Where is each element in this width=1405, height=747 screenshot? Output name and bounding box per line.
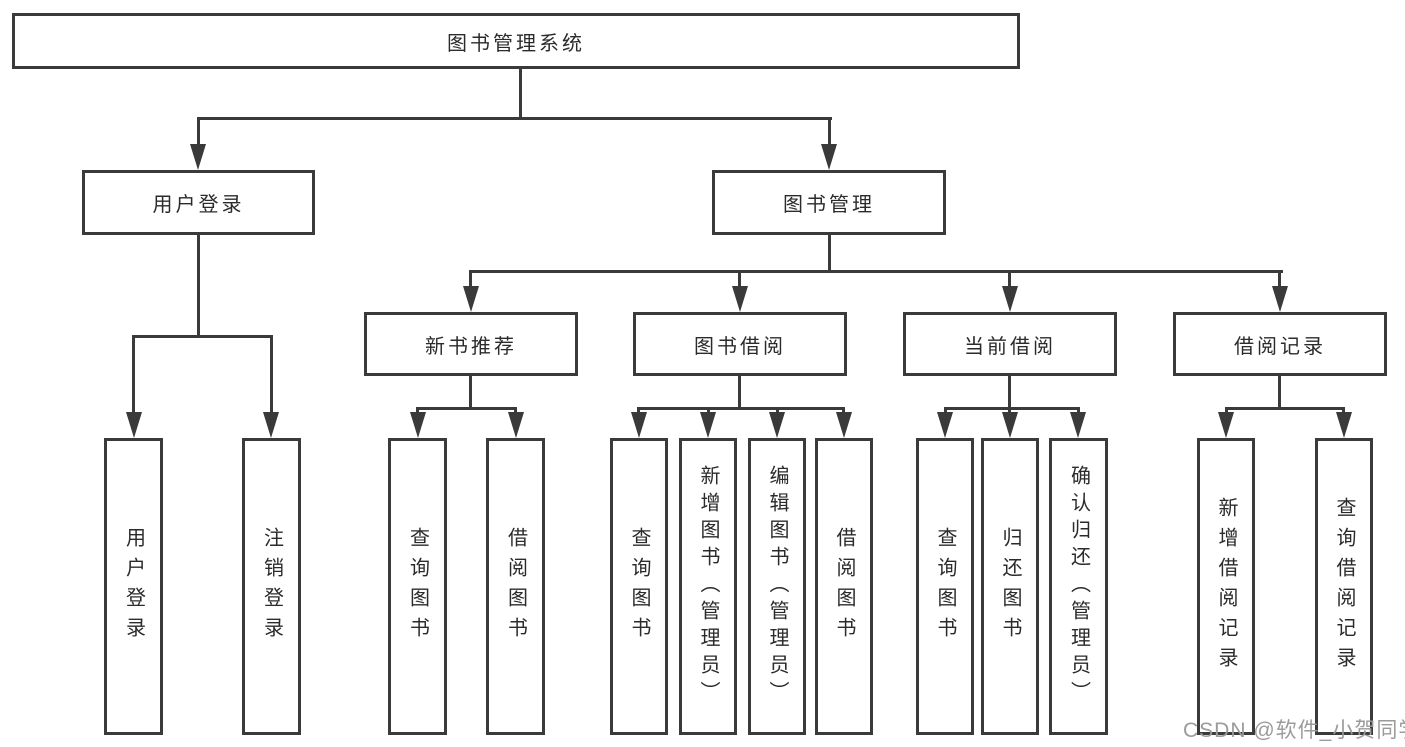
arrowhead-down [1218,412,1234,438]
node-label: 当前借阅 [964,335,1056,358]
node-label: 图书管理 [783,194,875,216]
arrowhead-down [1002,412,1018,438]
arrowhead-down [463,286,479,312]
node-book-borrowing: 图书借阅 [633,312,847,376]
connector-line [519,69,522,118]
connector-line [132,335,135,418]
connector-line [738,376,741,409]
node-edit-book-admin: 编辑图书（管理员） [748,438,806,735]
node-label: 新书推荐 [425,335,517,358]
connector-line [738,270,741,292]
arrowhead-down [263,412,279,438]
node-return-book: 归还图书 [981,438,1039,735]
arrowhead-down [700,412,716,438]
node-borrow-books-recommend: 借阅图书 [486,438,545,735]
connector-line [469,270,1283,273]
arrowhead-down [631,412,647,438]
node-new-book-recommendation: 新书推荐 [364,312,578,376]
arrowhead-down [732,286,748,312]
node-label: 借阅图书 [504,526,527,647]
node-query-books-borrowing: 查询图书 [610,438,668,735]
arrowhead-down [937,412,953,438]
connector-line [132,335,273,338]
arrowhead-down [190,144,206,170]
connector-line [469,376,472,409]
connector-line [944,407,1080,410]
node-label: 用户登录 [152,194,245,216]
connector-line [1008,270,1011,292]
connector-line [637,407,845,410]
connector-line [1225,407,1345,410]
node-logout: 注销登录 [242,438,301,735]
arrowhead-down [836,412,852,438]
node-label: 编辑图书（管理员） [766,465,788,708]
connector-line [270,335,273,418]
node-label: 查询图书 [406,526,429,647]
node-add-borrow-record: 新增借阅记录 [1197,438,1255,735]
node-borrowing-records: 借阅记录 [1173,312,1387,376]
arrowhead-down [1070,412,1086,438]
node-label: 图书管理系统 [447,32,585,55]
arrowhead-down [821,144,837,170]
connector-line [1278,376,1281,409]
arrowhead-down [1002,286,1018,312]
arrowhead-down [410,412,426,438]
node-confirm-return-admin: 确认归还（管理员） [1049,438,1108,735]
node-label: 注销登录 [260,526,283,647]
arrowhead-down [1336,412,1352,438]
node-label: 查询图书 [628,526,650,647]
node-label: 图书借阅 [694,335,786,358]
connector-line [828,235,831,273]
node-label: 新增借阅记录 [1215,496,1237,677]
node-query-books-recommend: 查询图书 [388,438,447,735]
node-borrow-books-leaf: 借阅图书 [815,438,873,735]
node-label: 归还图书 [999,526,1021,647]
node-label: 查询图书 [934,526,956,647]
arrowhead-down [126,412,142,438]
node-label: 确认归还（管理员） [1067,465,1090,708]
connector-line [416,407,517,410]
node-library-management-system: 图书管理系统 [12,13,1020,69]
node-label: 查询借阅记录 [1333,496,1355,677]
connector-line [828,117,831,147]
node-user-login: 用户登录 [82,170,315,235]
node-current-borrowing: 当前借阅 [903,312,1117,376]
connector-line [197,235,200,337]
node-label: 借阅图书 [833,526,855,647]
arrowhead-down [1272,286,1288,312]
node-label: 用户登录 [122,526,145,647]
connector-line [1008,376,1011,409]
arrowhead-down [508,412,524,438]
csdn-watermark: CSDN @软件_小贺同学 [1183,719,1405,742]
arrowhead-down [769,412,785,438]
connector-line [469,270,472,292]
connector-line [197,117,200,147]
node-query-borrow-record: 查询借阅记录 [1315,438,1373,735]
node-label: 借阅记录 [1234,335,1326,358]
node-add-book-admin: 新增图书（管理员） [679,438,737,735]
node-label: 新增图书（管理员） [697,465,719,708]
node-user-login-leaf: 用户登录 [104,438,163,735]
node-query-books-current: 查询图书 [916,438,974,735]
node-book-management: 图书管理 [712,170,946,235]
connector-line [197,117,832,120]
connector-line [1278,270,1281,292]
